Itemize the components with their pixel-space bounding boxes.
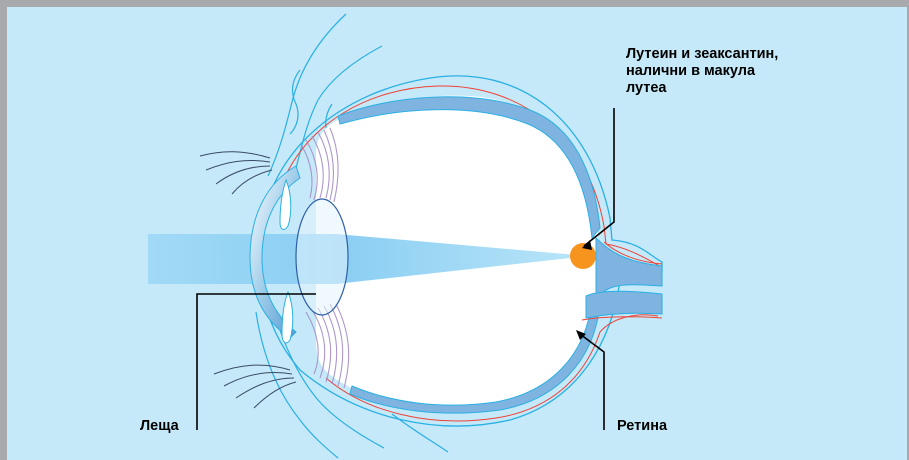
lutein-zeaxanthin-label: Лутеин и зеаксантин, налични в макула лу… <box>626 46 856 97</box>
lens-shape <box>296 199 348 315</box>
lens-label: Леща <box>140 418 179 435</box>
macula-lutea <box>570 243 596 269</box>
retina-label: Ретина <box>617 418 667 435</box>
iris-lower <box>282 292 293 343</box>
